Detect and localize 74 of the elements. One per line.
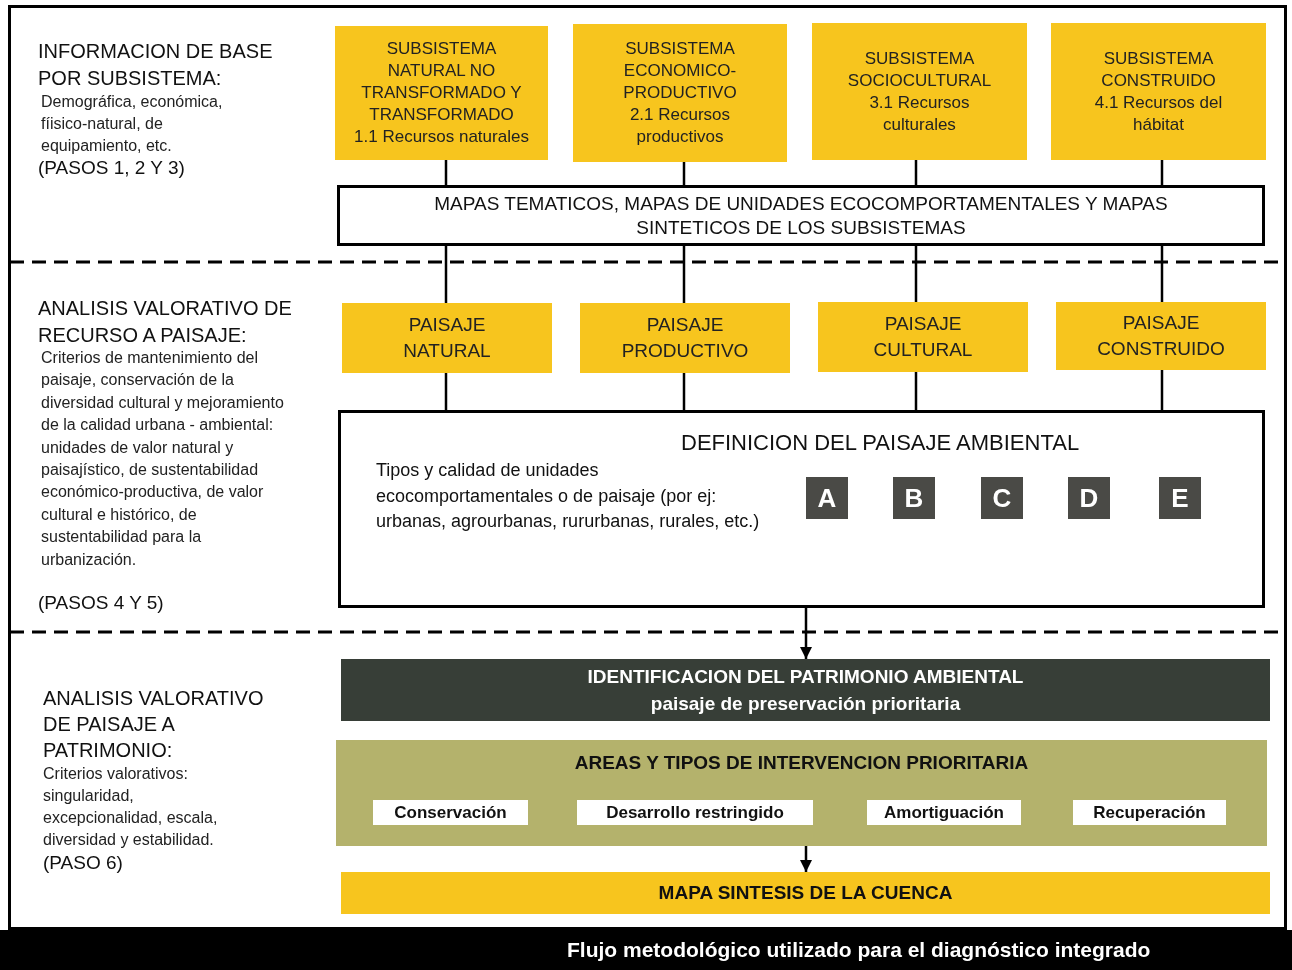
box-text: 2.1 Recursos productivos <box>628 104 732 148</box>
letter-label: A <box>817 481 837 515</box>
heritage-banner <box>341 659 1270 721</box>
zone-label: Amortiguación <box>884 801 1004 824</box>
connector-line <box>682 162 686 185</box>
category-square <box>806 477 848 519</box>
category-square <box>981 477 1023 519</box>
box-text: PAISAJE CONSTRUIDO <box>1096 311 1226 361</box>
box-text: PAISAJE NATURAL <box>402 313 492 363</box>
box-text: Tipos y calidad de unidades ecocomportamentales o de paisaje (por ej: urbanas, agrourbanas, rururbanas, rurales, etc.) <box>376 459 761 533</box>
subsystem-box <box>1051 23 1266 160</box>
letter-label: B <box>904 481 924 515</box>
step-note: (PASOS 1, 2 Y 3) <box>38 156 186 180</box>
box-title: DEFINICION DEL PAISAJE AMBIENTAL <box>681 429 1080 457</box>
intervention-panel <box>336 740 1267 846</box>
landscape-box <box>580 303 790 373</box>
zone-label: Recuperación <box>1093 801 1206 824</box>
connector-line <box>914 372 918 410</box>
box-text: PAISAJE CULTURAL <box>872 312 974 362</box>
zone-tag <box>867 800 1021 825</box>
arrow <box>799 608 813 659</box>
box-title: SUBSISTEMA ECONOMICO-PRODUCTIVO <box>622 38 738 104</box>
box-title: SUBSISTEMA SOCIOCULTURAL <box>846 47 993 92</box>
box-text: PAISAJE PRODUCTIVO <box>620 313 750 363</box>
banner-subtitle: paisaje de preservación prioritaria <box>650 692 961 716</box>
maps-box <box>337 185 1265 246</box>
subsystem-box <box>812 23 1027 160</box>
box-title: SUBSISTEMA CONSTRUIDO <box>1100 47 1217 92</box>
arrow <box>799 846 813 872</box>
zone-tag <box>1073 800 1226 825</box>
section-heading: ANALISIS VALORATIVO DE RECURSO A PAISAJE: <box>38 296 293 348</box>
section-description: Criterios de mantenimiento del paisaje, conservación de la diversidad cultural y mejoramiento de la calidad urbana - ambiental: unidades de valor natural y paisajístico, de sustentabilidad económico-productiva, de valor cultural e histórico, de sustentabilidad para la urbanización. <box>41 348 285 570</box>
zone-label: Conservación <box>394 801 507 824</box>
category-square <box>1068 477 1110 519</box>
subsystem-box <box>335 26 548 160</box>
box-title: SUBSISTEMA NATURAL NO TRANSFORMADO Y TRANSFORMADO <box>360 38 523 126</box>
section-heading: INFORMACION DE BASE POR SUBSISTEMA: <box>38 39 274 91</box>
connector-line <box>1160 246 1164 302</box>
caption: Flujo metodológico utilizado para el diagnóstico integrado <box>567 937 1151 963</box>
subsystem-box <box>573 24 787 162</box>
zone-tag <box>577 800 813 825</box>
banner-title: MAPA SINTESIS DE LA CUENCA <box>658 880 953 905</box>
letter-label: C <box>992 481 1012 515</box>
connector-line <box>914 246 918 302</box>
synthesis-banner <box>341 872 1270 914</box>
landscape-box <box>342 303 552 373</box>
category-square <box>893 477 935 519</box>
zone-tag <box>373 800 528 825</box>
letter-label: D <box>1079 481 1099 515</box>
connector-line <box>444 373 448 410</box>
landscape-box <box>1056 302 1266 370</box>
panel-title: AREAS Y TIPOS DE INTERVENCION PRIORITARIA <box>573 751 1030 775</box>
connector-line <box>682 373 686 410</box>
step-note: (PASOS 4 Y 5) <box>38 591 165 615</box>
definition-box <box>338 410 1265 608</box>
section-heading: ANALISIS VALORATIVO DE PAISAJE A PATRIMONIO: <box>43 686 265 763</box>
connector-line <box>914 160 918 185</box>
box-text: 1.1 Recursos naturales <box>354 126 529 148</box>
box-text: MAPAS TEMATICOS, MAPAS DE UNIDADES ECOCOMPORTAMENTALES Y MAPAS SINTETICOS DE LOS SUBSISTEMAS <box>433 191 1169 240</box>
connector-line <box>1160 370 1164 410</box>
letter-label: E <box>1171 481 1189 515</box>
category-square <box>1159 477 1201 519</box>
section-description: Demográfica, económica, fíisico-natural, de equipamiento, etc. <box>41 92 224 156</box>
banner-title: IDENTIFICACION DEL PATRIMONIO AMBIENTAL <box>587 665 1024 689</box>
connector-line <box>444 246 448 303</box>
box-text: 3.1 Recursos culturales <box>868 91 971 136</box>
connector-line <box>444 160 448 185</box>
connector-line <box>1160 160 1164 185</box>
box-text: 4.1 Recursos del hábitat <box>1093 91 1224 136</box>
section-description: Criterios valorativos: singularidad, excepcionalidad, escala, diversidad y estabilidad. <box>43 764 219 850</box>
zone-label: Desarrollo restringido <box>606 801 784 824</box>
step-note: (PASO 6) <box>43 851 124 875</box>
connector-line <box>682 246 686 303</box>
landscape-box <box>818 302 1028 372</box>
